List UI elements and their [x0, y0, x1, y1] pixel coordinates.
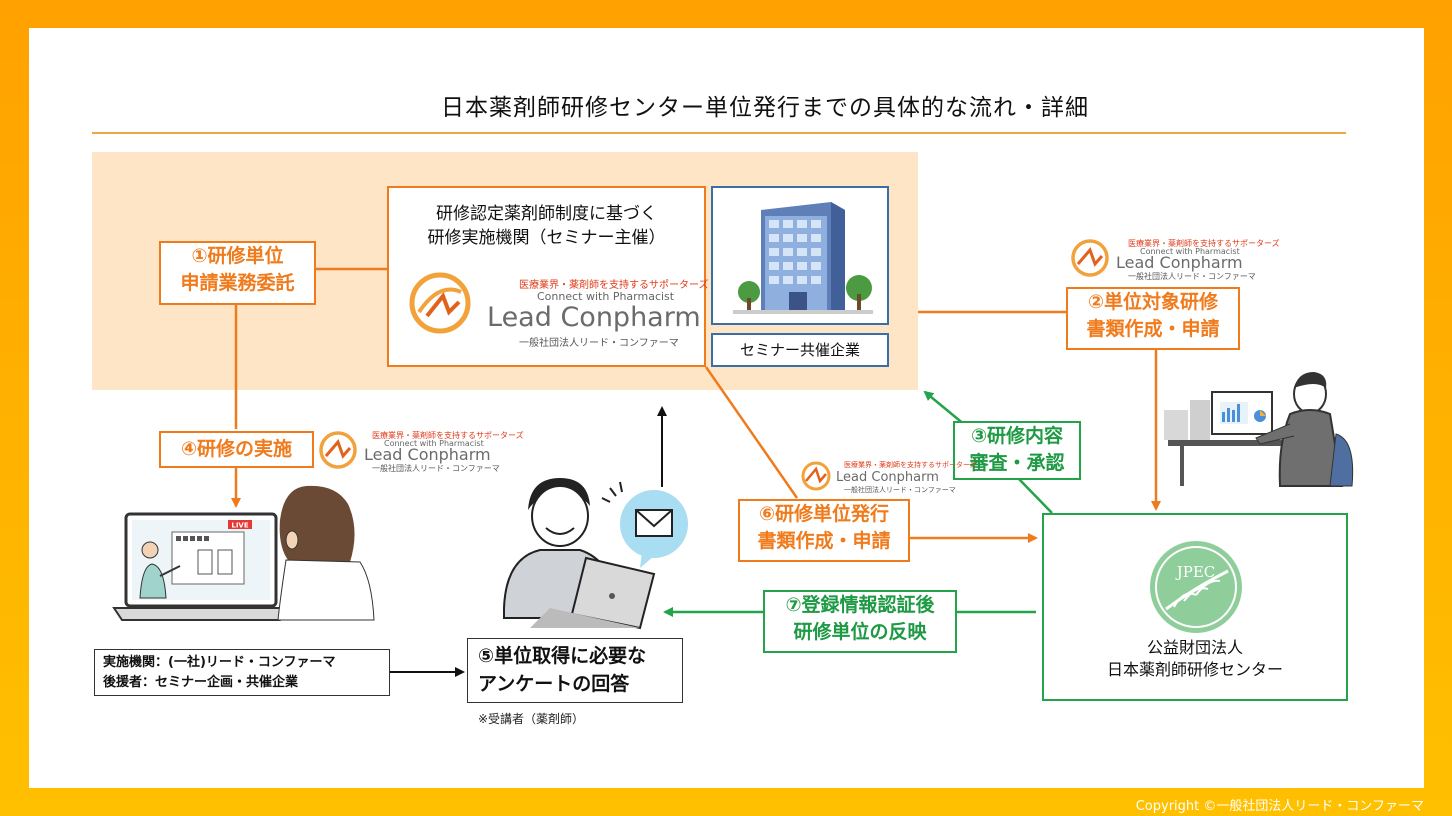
- step-2-box: ②単位対象研修 書類作成・申請: [1066, 287, 1240, 350]
- implementation-box: 実施機関：(一社)リード・コンファーマ 後援者：セミナー企画・共催企業: [94, 649, 390, 696]
- logo-sub: 一般社団法人リード・コンファーマ: [1128, 272, 1256, 281]
- lead-conpharm-logo-top-right: 医療業界・薬剤師を支持するサポーターズ Connect with Pharmac…: [1070, 236, 1280, 281]
- implementation-line2: 後援者：セミナー企画・共催企業: [103, 675, 299, 690]
- copyright: Copyright ©一般社団法人リード・コンファーマ: [1135, 799, 1424, 814]
- step-4-line1: ④研修の実施: [180, 438, 293, 460]
- step-5-line2: アンケートの回答: [478, 673, 630, 695]
- logo-name: Lead Conpharm: [487, 302, 701, 333]
- live-badge-text: LIVE: [231, 522, 248, 530]
- implementation-line1: 実施機関：(一社)リード・コンファーマ: [103, 655, 336, 670]
- step-4-box: ④研修の実施: [159, 431, 314, 468]
- jpec-line2: 日本薬剤師研修センター: [1106, 660, 1283, 679]
- logo-mark-icon: [1071, 239, 1109, 277]
- logo-name: Lead Conpharm: [364, 445, 491, 464]
- step-3-line1: ③研修内容: [970, 425, 1064, 447]
- sponsor-label: セミナー共催企業: [711, 333, 889, 367]
- office-building-icon: [733, 202, 873, 314]
- logo-sub: 一般社団法人リード・コンファーマ: [844, 486, 956, 494]
- logo-connect: Connect with Pharmacist: [384, 439, 484, 448]
- step-7-line1: ⑦登録情報認証後: [785, 594, 935, 616]
- logo-sub: 一般社団法人リード・コンファーマ: [372, 464, 500, 473]
- organizer-line2: 研修実施機関（セミナー主催）: [427, 228, 666, 248]
- line-jpec-s3: [1017, 477, 1053, 514]
- logo-mark-icon: [319, 431, 357, 469]
- step-6-line2: 書類作成・申請: [757, 530, 891, 552]
- organizer-line1: 研修認定薬剤師制度に基づく: [436, 204, 657, 224]
- logo-connect: Connect with Pharmacist: [537, 290, 675, 303]
- attendee-note: ※受講者（薬剤師）: [478, 712, 585, 726]
- step-1-box: ①研修単位 申請業務委託: [159, 241, 316, 305]
- step-5-line1: ⑤単位取得に必要な: [478, 645, 647, 667]
- title-divider: [92, 132, 1346, 134]
- step-7-box: ⑦登録情報認証後 研修単位の反映: [763, 590, 957, 653]
- logo-sub: 一般社団法人リード・コンファーマ: [519, 338, 679, 349]
- logo-connect: Connect with Pharmacist: [1140, 247, 1240, 256]
- logo-mark-icon: [409, 272, 471, 334]
- jpec-box: JPEC 公益財団法人 日本薬剤師研修センター: [1042, 513, 1348, 701]
- logo-tagline: 医療業界・薬剤師を支持するサポーターズ: [519, 280, 709, 291]
- step-3-line2: 審査・承認: [969, 452, 1065, 474]
- jpec-name: 公益財団法人 日本薬剤師研修センター: [1044, 637, 1346, 681]
- lead-conpharm-logo-main: 医療業界・薬剤師を支持するサポーターズ Connect with Pharmac…: [409, 268, 709, 349]
- organizer-text: 研修認定薬剤師制度に基づく 研修実施機関（セミナー主催）: [389, 202, 704, 250]
- step-6-line1: ⑥研修単位発行: [758, 503, 890, 525]
- office-worker-illustration: [1164, 372, 1354, 487]
- jpec-emblem-icon: JPEC: [1150, 541, 1242, 633]
- logo-name: Lead Conpharm: [1116, 253, 1243, 272]
- step-7-line2: 研修単位の反映: [793, 621, 927, 643]
- lead-conpharm-logo-middle: 医療業界・薬剤師を支持するサポーターズ Lead Conpharm 一般社団法人…: [800, 458, 977, 494]
- step-3-box: ③研修内容 審査・承認: [953, 421, 1081, 480]
- arrow-s3-organizer: [923, 390, 966, 426]
- jpec-emblem-text: JPEC: [1175, 563, 1216, 581]
- step-2-line1: ②単位対象研修: [1087, 291, 1219, 313]
- jpec-line1: 公益財団法人: [1146, 638, 1243, 657]
- logo-tagline: 医療業界・薬剤師を支持するサポーターズ: [1128, 239, 1280, 248]
- organizer-box: 研修認定薬剤師制度に基づく 研修実施機関（セミナー主催） 医療業界・薬剤師を支持…: [387, 186, 709, 367]
- lead-conpharm-logo-left: 医療業界・薬剤師を支持するサポーターズ Connect with Pharmac…: [318, 428, 524, 473]
- step-1-line1: ①研修単位: [191, 245, 284, 267]
- building-box: [711, 186, 889, 325]
- webinar-illustration: LIVE: [112, 485, 375, 621]
- page-title: 日本薬剤師研修センター単位発行までの具体的な流れ・詳細: [441, 95, 1089, 121]
- pharmacist-illustration: [503, 478, 688, 630]
- step-6-box: ⑥研修単位発行 書類作成・申請: [738, 499, 910, 562]
- logo-tagline: 医療業界・薬剤師を支持するサポーターズ: [844, 461, 977, 469]
- line-organizer-s6: [704, 366, 799, 499]
- step-2-line2: 書類作成・申請: [1086, 318, 1220, 340]
- logo-mark-icon: [801, 461, 831, 491]
- step-5-box: ⑤単位取得に必要な アンケートの回答: [467, 638, 683, 703]
- logo-tagline: 医療業界・薬剤師を支持するサポーターズ: [372, 431, 524, 440]
- logo-name: Lead Conpharm: [836, 470, 939, 485]
- step-1-line2: 申請業務委託: [180, 272, 295, 294]
